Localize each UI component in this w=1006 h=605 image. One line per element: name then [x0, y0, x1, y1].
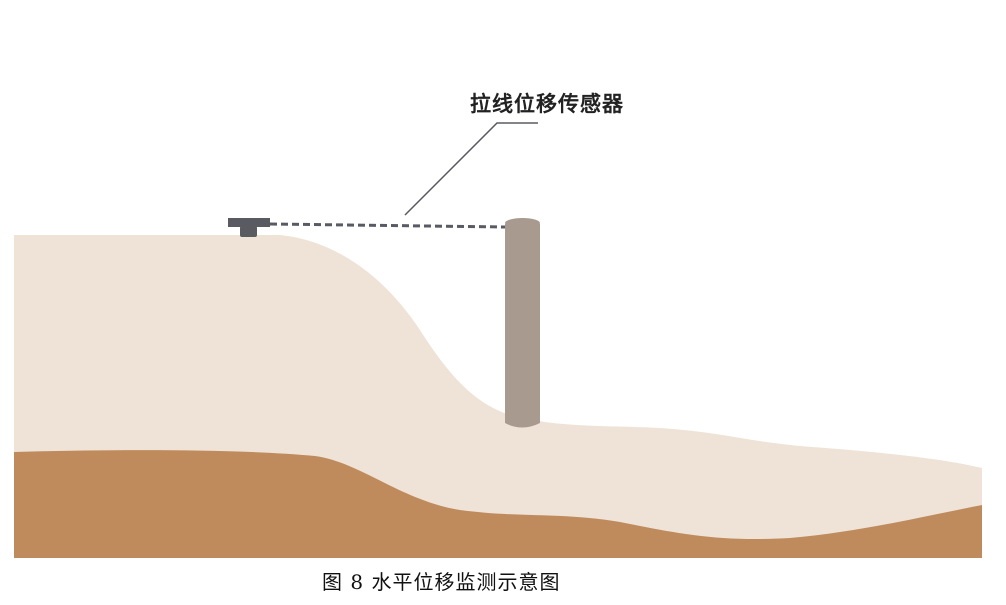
pull-wire [269, 222, 506, 229]
monitoring-pole [505, 218, 540, 428]
displacement-sensor-icon [228, 218, 270, 237]
sensor-label: 拉线位移传感器 [470, 92, 624, 116]
leader-line [404, 122, 538, 216]
figure-caption: 图 8 水平位移监测示意图 [322, 570, 561, 594]
lower-soil-layer [14, 450, 982, 558]
